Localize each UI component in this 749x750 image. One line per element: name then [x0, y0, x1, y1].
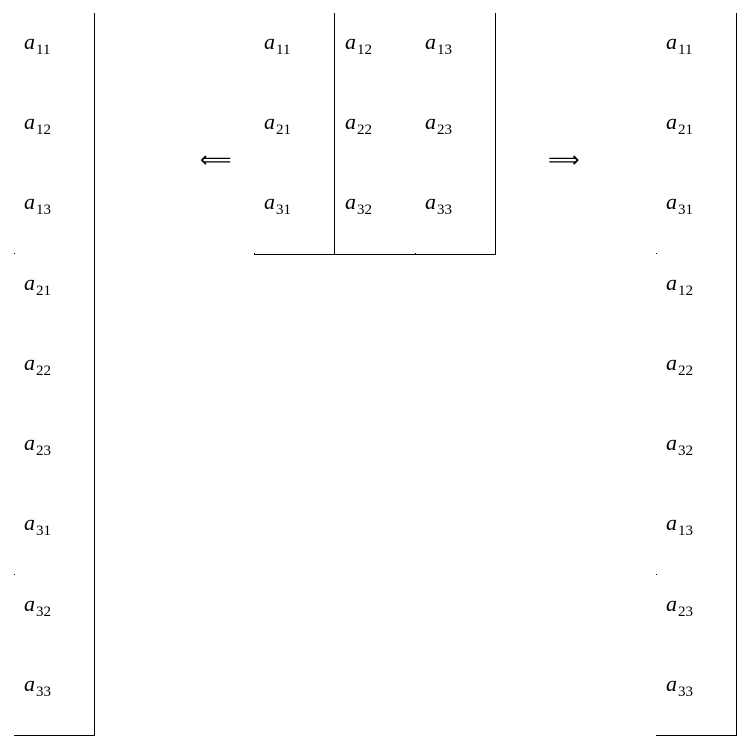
cell-subscript: 12 — [678, 283, 693, 299]
cell-subscript: 32 — [357, 202, 372, 218]
cell-variable: a — [345, 189, 356, 214]
cell-subscript: 11 — [36, 42, 51, 58]
cell-subscript: 23 — [36, 443, 51, 459]
row-major-cell: a31 — [14, 494, 94, 574]
matrix-cell: a31 — [254, 173, 334, 253]
cell-variable: a — [425, 109, 436, 134]
cell-variable: a — [666, 189, 677, 214]
cell-subscript: 33 — [437, 202, 452, 218]
cell-subscript: 21 — [276, 122, 291, 138]
matrix-cell: a13 — [415, 13, 495, 93]
cell-variable: a — [666, 510, 677, 535]
cell-variable: a — [666, 29, 677, 54]
cell-subscript: 33 — [678, 684, 693, 700]
column-major-cell: a11 — [656, 13, 736, 93]
cell-subscript: 13 — [678, 523, 693, 539]
cell-variable: a — [24, 29, 35, 54]
left-arrow-icon: ⟸ — [200, 148, 232, 173]
cell-variable: a — [666, 270, 677, 295]
cell-variable: a — [666, 350, 677, 375]
cell-subscript: 21 — [678, 122, 693, 138]
cell-variable: a — [425, 189, 436, 214]
matrix-cell: a22 — [335, 93, 415, 173]
cell-variable: a — [24, 510, 35, 535]
cell-subscript: 12 — [357, 42, 372, 58]
cell-subscript: 31 — [678, 202, 693, 218]
cell-subscript: 13 — [437, 42, 452, 58]
cell-subscript: 22 — [357, 122, 372, 138]
column-major-cell: a12 — [656, 254, 736, 334]
cell-subscript: 11 — [276, 42, 291, 58]
right-arrow-icon: ⟹ — [548, 148, 580, 173]
cell-variable: a — [345, 109, 356, 134]
row-major-cell: a22 — [14, 334, 94, 414]
cell-subscript: 22 — [36, 363, 51, 379]
matrix-cell: a12 — [335, 13, 415, 93]
matrix-cell: a11 — [254, 13, 334, 93]
column-major-cell: a33 — [656, 655, 736, 735]
row-major-cell: a32 — [14, 575, 94, 655]
column-major-cell: a23 — [656, 575, 736, 655]
row-major-cell: a33 — [14, 655, 94, 735]
column-major-cell: a21 — [656, 93, 736, 173]
cell-subscript: 21 — [36, 283, 51, 299]
column-major-cell: a22 — [656, 334, 736, 414]
cell-variable: a — [666, 109, 677, 134]
column-major-cell: a31 — [656, 173, 736, 253]
cell-subscript: 23 — [437, 122, 452, 138]
cell-variable: a — [345, 29, 356, 54]
cell-variable: a — [666, 430, 677, 455]
cell-variable: a — [666, 591, 677, 616]
cell-subscript: 32 — [678, 443, 693, 459]
cell-subscript: 33 — [36, 684, 51, 700]
cell-variable: a — [24, 430, 35, 455]
cell-variable: a — [24, 189, 35, 214]
cell-variable: a — [24, 671, 35, 696]
row-major-cell: a23 — [14, 414, 94, 494]
column-major-cell: a32 — [656, 414, 736, 494]
cell-variable: a — [425, 29, 436, 54]
cell-variable: a — [666, 671, 677, 696]
column-major-cell: a13 — [656, 494, 736, 574]
cell-subscript: 12 — [36, 122, 51, 138]
cell-variable: a — [24, 591, 35, 616]
cell-subscript: 11 — [678, 42, 693, 58]
cell-subscript: 23 — [678, 604, 693, 620]
cell-variable: a — [24, 350, 35, 375]
matrix-cell: a21 — [254, 93, 334, 173]
cell-variable: a — [264, 189, 275, 214]
row-major-cell: a13 — [14, 173, 94, 253]
cell-subscript: 13 — [36, 202, 51, 218]
matrix-cell: a32 — [335, 173, 415, 253]
row-major-cell: a12 — [14, 93, 94, 173]
cell-variable: a — [264, 109, 275, 134]
cell-variable: a — [264, 29, 275, 54]
cell-subscript: 32 — [36, 604, 51, 620]
cell-variable: a — [24, 270, 35, 295]
matrix-cell: a23 — [415, 93, 495, 173]
cell-subscript: 22 — [678, 363, 693, 379]
cell-subscript: 31 — [276, 202, 291, 218]
cell-variable: a — [24, 109, 35, 134]
cell-subscript: 31 — [36, 523, 51, 539]
matrix-cell: a33 — [415, 173, 495, 253]
row-major-cell: a21 — [14, 254, 94, 334]
row-major-cell: a11 — [14, 13, 94, 93]
